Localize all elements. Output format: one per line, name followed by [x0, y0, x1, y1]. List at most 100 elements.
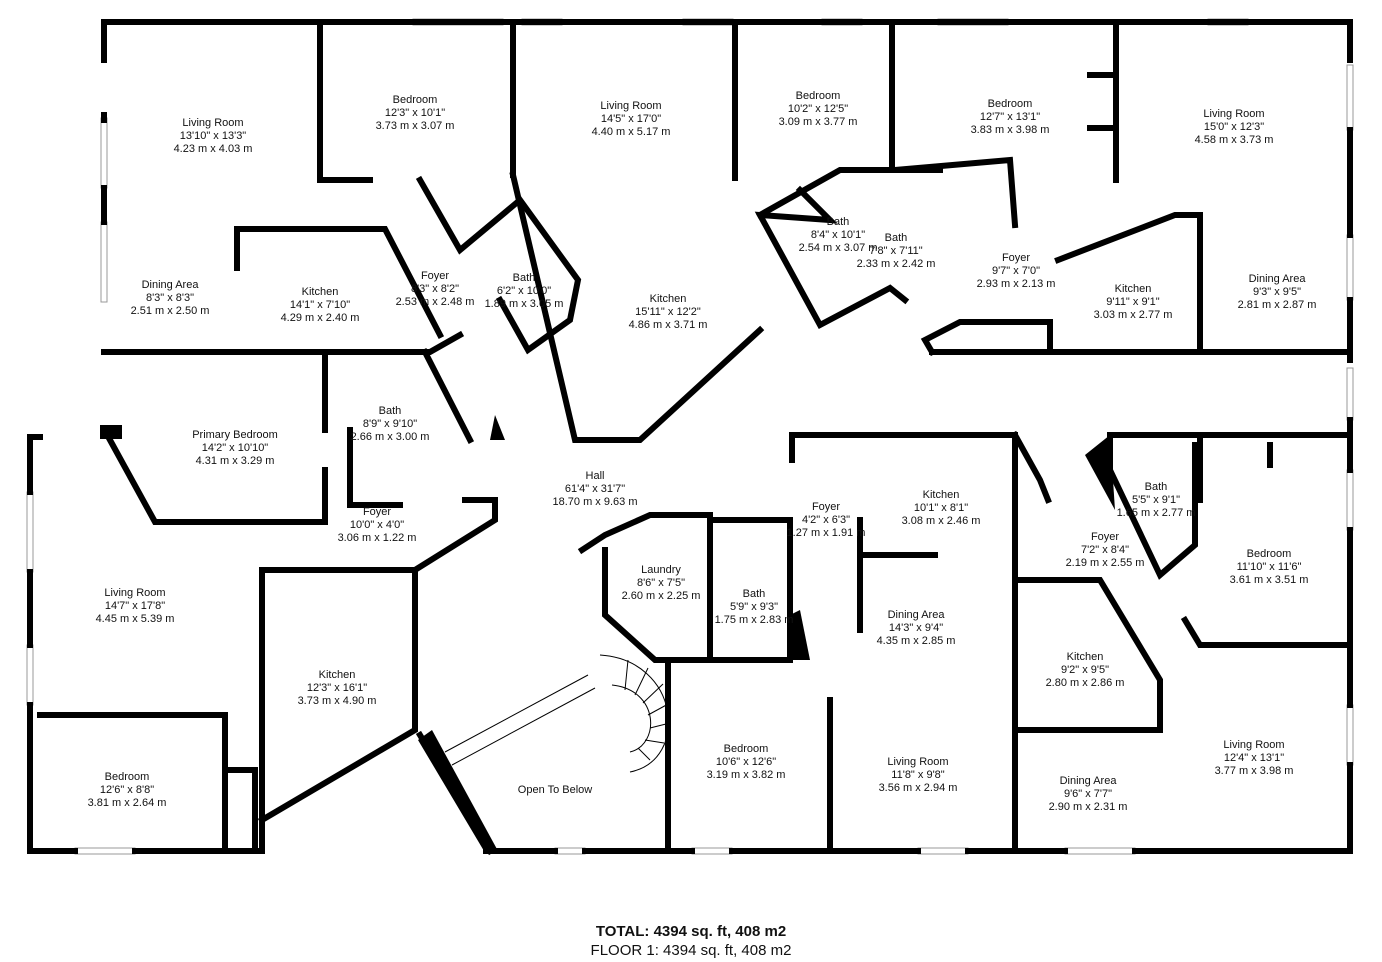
room-name: Kitchen [1067, 651, 1104, 663]
room-imperial: 12'3" x 16'1" [307, 682, 367, 694]
room-name: Bedroom [796, 90, 841, 102]
room-name: Open To Below [518, 784, 592, 796]
room-name: Bath [885, 232, 908, 244]
room-imperial: 11'8" x 9'8" [891, 769, 944, 781]
room-imperial: 9'7" x 7'0" [992, 265, 1040, 277]
room-imperial: 4'2" x 6'3" [802, 514, 850, 526]
room-metric: 2.66 m x 3.00 m [351, 431, 430, 443]
room-name: Living Room [1223, 739, 1284, 751]
room-name: Kitchen [319, 669, 356, 681]
total-area: TOTAL: 4394 sq. ft, 408 m2 [595, 923, 787, 940]
room-metric: 4.86 m x 3.71 m [629, 319, 708, 331]
room-metric: 18.70 m x 9.63 m [553, 496, 638, 508]
room-imperial: 8'9" x 9'10" [363, 418, 417, 430]
room-metric: 3.06 m x 1.22 m [338, 532, 417, 544]
room-name: Dining Area [888, 609, 946, 621]
room-imperial: 8'6" x 7'5" [637, 577, 685, 589]
room-name: Kitchen [650, 293, 687, 305]
room-metric: 2.93 m x 2.13 m [977, 278, 1056, 290]
room-metric: 1.27 m x 1.91 m [787, 527, 866, 539]
room-metric: 2.51 m x 2.50 m [131, 305, 210, 317]
room-name: Foyer [1091, 531, 1119, 543]
room-name: Bedroom [393, 94, 438, 106]
room-metric: 3.08 m x 2.46 m [902, 515, 981, 527]
room-metric: 4.23 m x 4.03 m [174, 143, 253, 155]
room-name: Living Room [887, 756, 948, 768]
room-imperial: 10'2" x 12'5" [788, 103, 848, 115]
room-metric: 4.31 m x 3.29 m [196, 455, 275, 467]
room-imperial: 6'2" x 10'0" [497, 285, 551, 297]
room-imperial: 5'5" x 9'1" [1132, 494, 1180, 506]
room-imperial: 14'5" x 17'0" [601, 113, 661, 125]
room-metric: 3.61 m x 3.51 m [1230, 574, 1309, 586]
room-imperial: 12'4" x 13'1" [1224, 752, 1284, 764]
room-metric: 2.33 m x 2.42 m [857, 258, 936, 270]
room-name: Laundry [641, 564, 681, 576]
room-imperial: 9'2" x 9'5" [1061, 664, 1109, 676]
room-imperial: 5'9" x 9'3" [730, 601, 778, 613]
room-name: Foyer [421, 270, 449, 282]
room-metric: 2.80 m x 2.86 m [1046, 677, 1125, 689]
room-metric: 4.29 m x 2.40 m [281, 312, 360, 324]
room-name: Kitchen [1115, 283, 1152, 295]
room-name: Bath [513, 272, 536, 284]
room-metric: 3.77 m x 3.98 m [1215, 765, 1294, 777]
room-metric: 3.19 m x 3.82 m [707, 769, 786, 781]
room-name: Living Room [1203, 108, 1264, 120]
room-name: Bedroom [105, 771, 150, 783]
room-metric: 3.73 m x 4.90 m [298, 695, 377, 707]
room-imperial: 14'2" x 10'10" [202, 442, 269, 454]
room-name: Foyer [1002, 252, 1030, 264]
room-metric: 3.56 m x 2.94 m [879, 782, 958, 794]
room-metric: 2.54 m x 3.07 m [799, 242, 878, 254]
room-metric: 2.19 m x 2.55 m [1066, 557, 1145, 569]
room-imperial: 10'0" x 4'0" [350, 519, 404, 531]
room-metric: 4.40 m x 5.17 m [592, 126, 671, 138]
room-imperial: 11'10" x 11'6" [1237, 561, 1302, 573]
room-metric: 4.45 m x 5.39 m [96, 613, 175, 625]
room-name: Kitchen [302, 286, 339, 298]
room-imperial: 14'3" x 9'4" [889, 622, 943, 634]
room-name: Kitchen [923, 489, 960, 501]
room-name: Bedroom [724, 743, 769, 755]
room-imperial: 8'3" x 8'3" [146, 292, 194, 304]
room-name: Living Room [182, 117, 243, 129]
room-metric: 3.73 m x 3.07 m [376, 120, 455, 132]
room-imperial: 15'0" x 12'3" [1204, 121, 1264, 133]
room-name: Bath [743, 588, 766, 600]
room-imperial: 7'8" x 7'11" [869, 245, 922, 257]
room-imperial: 9'6" x 7'7" [1064, 788, 1112, 800]
room-metric: 4.58 m x 3.73 m [1195, 134, 1274, 146]
room-metric: 2.60 m x 2.25 m [622, 590, 701, 602]
room-name: Primary Bedroom [192, 429, 278, 441]
room-name: Dining Area [142, 279, 200, 291]
room-metric: 1.75 m x 2.83 m [715, 614, 794, 626]
staircase [444, 654, 671, 773]
room-imperial: 13'10" x 13'3" [180, 130, 247, 142]
room-name: Living Room [104, 587, 165, 599]
room-imperial: 12'6" x 8'8" [100, 784, 154, 796]
room-imperial: 10'1" x 8'1" [914, 502, 968, 514]
room-imperial: 14'7" x 17'8" [105, 600, 165, 612]
room-imperial: 15'11" x 12'2" [635, 306, 701, 318]
room-name: Living Room [600, 100, 661, 112]
room-imperial: 10'6" x 12'6" [716, 756, 776, 768]
room-metric: 1.89 m x 3.05 m [485, 298, 564, 310]
room-imperial: 8'4" x 10'1" [811, 229, 865, 241]
walls [27, 19, 1353, 856]
room-metric: 4.35 m x 2.85 m [877, 635, 956, 647]
room-name: Dining Area [1060, 775, 1118, 787]
room-imperial: 61'4" x 31'7" [565, 483, 625, 495]
room-imperial: 9'11" x 9'1" [1106, 296, 1159, 308]
room-imperial: 9'3" x 9'5" [1253, 286, 1301, 298]
room-name: Hall [586, 470, 605, 482]
room-name: Bath [1145, 481, 1168, 493]
room-name: Bedroom [988, 98, 1033, 110]
room-imperial: 14'1" x 7'10" [290, 299, 350, 311]
room-metric: 2.81 m x 2.87 m [1238, 299, 1317, 311]
room-metric: 3.03 m x 2.77 m [1094, 309, 1173, 321]
room-name: Foyer [363, 506, 391, 518]
room-imperial: 8'3" x 8'2" [411, 283, 459, 295]
